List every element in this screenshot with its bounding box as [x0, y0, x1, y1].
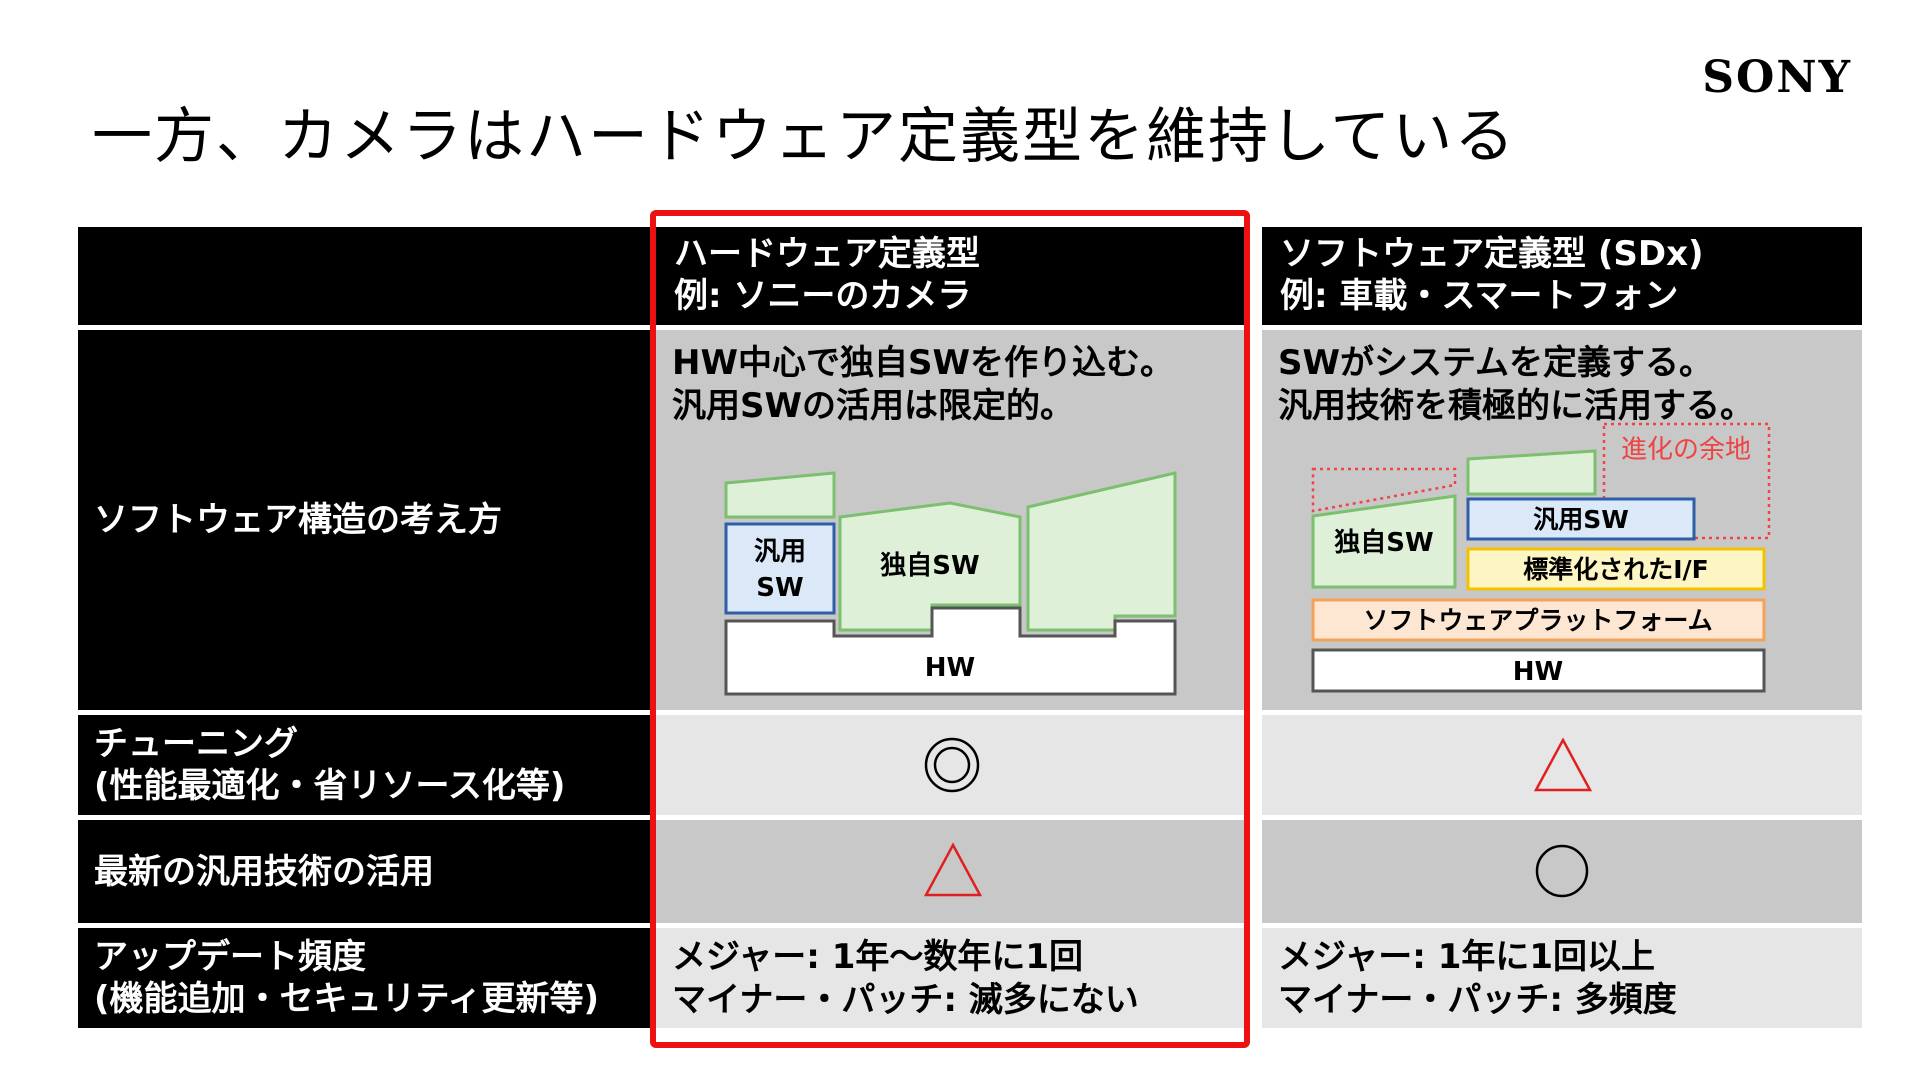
row-label-structure-text: ソフトウェア構造の考え方: [94, 500, 502, 540]
row-label-latest-tech: 最新の汎用技術の活用: [78, 820, 650, 923]
proprietary-sw-block: [838, 501, 1022, 632]
structure-sw-line1: SWがシステムを定義する。: [1278, 343, 1713, 383]
update-hw-line1: メジャー: 1年〜数年に1回: [672, 937, 1084, 977]
update-sw-line2: マイナー・パッチ: 多頻度: [1278, 980, 1677, 1020]
circle-mark: [1535, 844, 1589, 898]
update-sw-line1: メジャー: 1年に1回以上: [1278, 937, 1656, 977]
generic-sw-block: [1466, 497, 1696, 541]
generic-sw-label-line2: SW: [756, 573, 803, 603]
generic-sw-block: [724, 522, 836, 615]
row-label-update-line2: (機能追加・セキュリティ更新等): [94, 979, 600, 1019]
hw-block-top-left: [724, 471, 836, 519]
double-circle-mark: [924, 737, 980, 793]
latest-hw-cell: [656, 820, 1250, 923]
generic-sw-label-line1: 汎用: [754, 537, 806, 567]
tuning-hw-cell: [656, 715, 1250, 815]
column-header-software: ソフトウェア定義型 (SDx) 例: 車載・スマートフォン: [1262, 227, 1862, 325]
placeholder-dashed-block: [1311, 467, 1457, 513]
row-label-tuning-line2: (性能最適化・省リソース化等): [94, 766, 566, 806]
row-label-tuning: チューニング (性能最適化・省リソース化等): [78, 715, 650, 815]
hw-block-right: [1026, 471, 1177, 632]
hw-base-label: HW: [925, 653, 975, 683]
structure-hw-line2: 汎用SWの活用は限定的。: [672, 386, 1074, 426]
row-label-structure: ソフトウェア構造の考え方: [78, 330, 650, 710]
column-header-software-example: 例: 車載・スマートフォン: [1280, 276, 1679, 316]
evolution-room-label: 進化の余地: [1621, 435, 1751, 465]
triangle-mark: [923, 842, 983, 897]
update-hw-cell: メジャー: 1年〜数年に1回 マイナー・パッチ: 滅多にない: [656, 928, 1250, 1028]
tuning-sw-cell: [1262, 715, 1862, 815]
triangle-mark: [1533, 737, 1593, 792]
row-label-tuning-line1: チューニング: [94, 724, 298, 764]
row-label-latest-tech-text: 最新の汎用技術の活用: [94, 851, 434, 892]
structure-sw-cell: SWがシステムを定義する。 汎用技術を積極的に活用する。: [1262, 330, 1862, 710]
hw-base-label: HW: [1513, 657, 1563, 687]
hw-base-block: [1311, 648, 1766, 693]
update-hw-line2: マイナー・パッチ: 滅多にない: [672, 980, 1139, 1020]
latest-sw-cell: [1262, 820, 1862, 923]
update-sw-cell: メジャー: 1年に1回以上 マイナー・パッチ: 多頻度: [1262, 928, 1862, 1028]
standard-if-block: [1466, 547, 1766, 591]
proprietary-sw-label: 独自SW: [1334, 527, 1433, 558]
sony-logo: SONY: [1702, 52, 1852, 103]
hardware-defined-diagram: 汎用 SW 独自SW HW: [724, 471, 1177, 696]
column-header-hardware-example: 例: ソニーのカメラ: [674, 276, 972, 316]
software-platform-block: [1311, 598, 1766, 642]
sw-green-top-block: [1466, 449, 1597, 496]
row-label-update-frequency: アップデート頻度 (機能追加・セキュリティ更新等): [78, 928, 650, 1028]
page-title: 一方、カメラはハードウェア定義型を維持している: [92, 102, 1517, 172]
row-label-update-line1: アップデート頻度: [94, 937, 366, 977]
software-platform-label: ソフトウェアプラットフォーム: [1363, 606, 1712, 635]
generic-sw-label: 汎用SW: [1533, 505, 1629, 534]
column-header-hardware: ハードウェア定義型 例: ソニーのカメラ: [656, 227, 1250, 325]
software-defined-diagram: 進化の余地 独自SW 汎用SW 標準化されたI/F ソフトウェアプラットフォーム…: [1311, 422, 1771, 693]
proprietary-sw-block: [1311, 494, 1457, 589]
header-row-blank: [78, 227, 650, 325]
structure-hw-line1: HW中心で独自SWを作り込む。: [672, 343, 1174, 383]
structure-sw-line2: 汎用技術を積極的に活用する。: [1278, 386, 1754, 426]
proprietary-sw-label: 独自SW: [880, 550, 979, 581]
column-header-hardware-title: ハードウェア定義型: [674, 234, 980, 274]
hw-base-block: [724, 606, 1177, 696]
standard-if-label: 標準化されたI/F: [1523, 555, 1709, 584]
column-header-software-title: ソフトウェア定義型 (SDx): [1280, 234, 1704, 274]
